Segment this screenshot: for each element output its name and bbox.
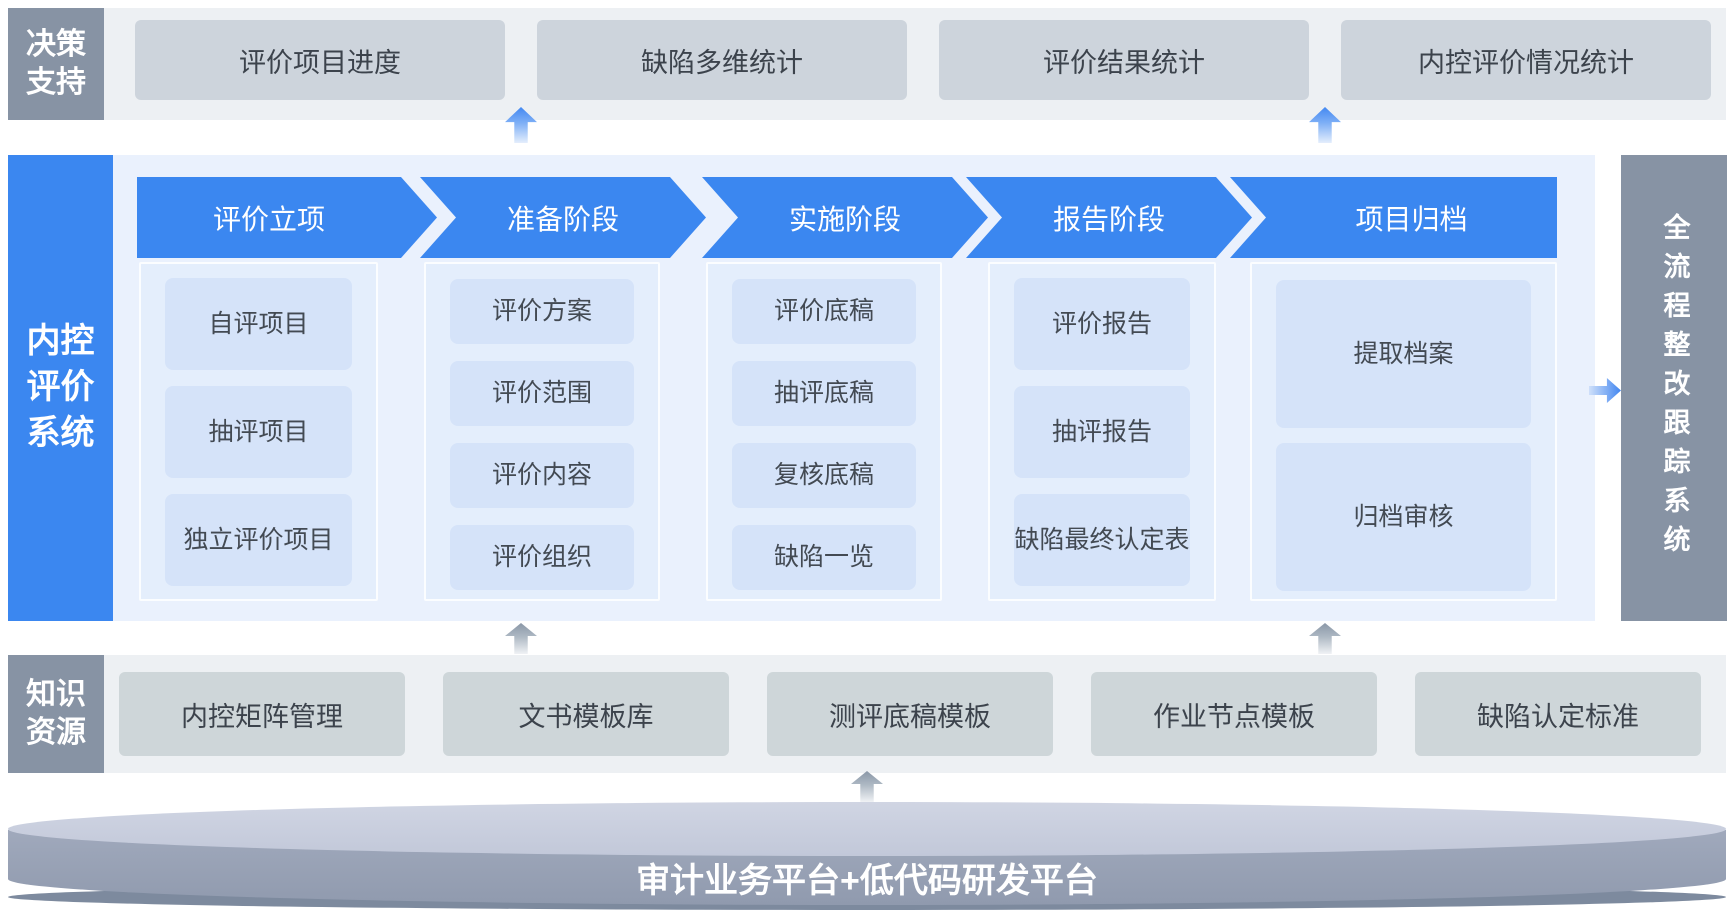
stage-title: 实施阶段 <box>788 203 901 235</box>
decision-band-label-text: 决策支持 <box>26 27 86 99</box>
decision-item: 评价项目进度 <box>135 20 505 100</box>
stage-title: 项目归档 <box>1355 203 1468 235</box>
stage-item: 评价组织 <box>450 525 634 590</box>
stage-item: 评价范围 <box>450 361 634 426</box>
stage-item: 评价报告 <box>1014 278 1190 370</box>
stage-banner: 报告阶段 <box>966 177 1252 258</box>
stage-title: 准备阶段 <box>506 203 619 235</box>
tracking-system-label: 全流程整改跟踪系统 <box>1659 212 1690 564</box>
stage-item: 复核底稿 <box>732 443 916 508</box>
platform-label: 审计业务平台+低代码研发平台 <box>636 861 1098 900</box>
knowledge-item: 缺陷认定标准 <box>1415 672 1701 756</box>
stage-banner: 准备阶段 <box>420 177 706 258</box>
system-label-text: 内控评价系统 <box>26 322 95 452</box>
stage-item: 评价内容 <box>450 443 634 508</box>
up-arrow-icon-platform <box>851 771 883 802</box>
knowledge-item: 测评底稿模板 <box>767 672 1053 756</box>
stage-item: 抽评项目 <box>165 386 352 478</box>
stage-column: 评价报告抽评报告缺陷最终认定表 <box>988 262 1216 601</box>
knowledge-band-strip: 内控矩阵管理文书模板库测评底稿模板作业节点模板缺陷认定标准 <box>104 655 1726 773</box>
stage-item: 评价方案 <box>450 279 634 344</box>
stage-item: 缺陷一览 <box>732 525 916 590</box>
stage-column: 评价底稿抽评底稿复核底稿缺陷一览 <box>706 262 942 601</box>
tracking-system-bar: 全流程整改跟踪系统 <box>1621 155 1727 621</box>
up-arrow-icon-knowledge-left <box>505 623 537 654</box>
stage-column: 提取档案归档审核 <box>1250 262 1557 601</box>
stage-title: 评价立项 <box>212 203 325 235</box>
stage-banner: 实施阶段 <box>702 177 988 258</box>
stage-banner: 项目归档 <box>1230 177 1557 258</box>
decision-item: 缺陷多维统计 <box>537 20 907 100</box>
knowledge-band-label-text: 知识资源 <box>26 677 86 749</box>
up-arrow-icon-knowledge-right <box>1309 623 1341 654</box>
system-panel: 评价立项 自评项目抽评项目独立评价项目 准备阶段 评价方案评价范围评价内容评价组… <box>113 155 1595 621</box>
stage-item: 自评项目 <box>165 278 352 370</box>
decision-item: 评价结果统计 <box>939 20 1309 100</box>
knowledge-item: 内控矩阵管理 <box>119 672 405 756</box>
stage-item: 抽评底稿 <box>732 361 916 426</box>
knowledge-item: 文书模板库 <box>443 672 729 756</box>
stage-column: 评价方案评价范围评价内容评价组织 <box>424 262 660 601</box>
stage-banner: 评价立项 <box>137 177 437 258</box>
stage-item: 缺陷最终认定表 <box>1014 494 1190 586</box>
stage-item: 提取档案 <box>1276 280 1531 428</box>
stage-title: 报告阶段 <box>1052 203 1165 235</box>
knowledge-band-label: 知识资源 <box>8 655 104 773</box>
decision-item: 内控评价情况统计 <box>1341 20 1711 100</box>
platform-top-ellipse <box>8 802 1726 856</box>
system-label: 内控评价系统 <box>8 155 113 621</box>
decision-band-label: 决策支持 <box>8 8 104 120</box>
stage-item: 归档审核 <box>1276 443 1531 591</box>
knowledge-item: 作业节点模板 <box>1091 672 1377 756</box>
decision-band-strip: 评价项目进度缺陷多维统计评价结果统计内控评价情况统计 <box>104 8 1726 120</box>
stage-item: 抽评报告 <box>1014 386 1190 478</box>
stage-item: 评价底稿 <box>732 279 916 344</box>
platform-cylinder <box>8 802 1726 910</box>
stage-column: 自评项目抽评项目独立评价项目 <box>139 262 378 601</box>
stage-item: 独立评价项目 <box>165 494 352 586</box>
